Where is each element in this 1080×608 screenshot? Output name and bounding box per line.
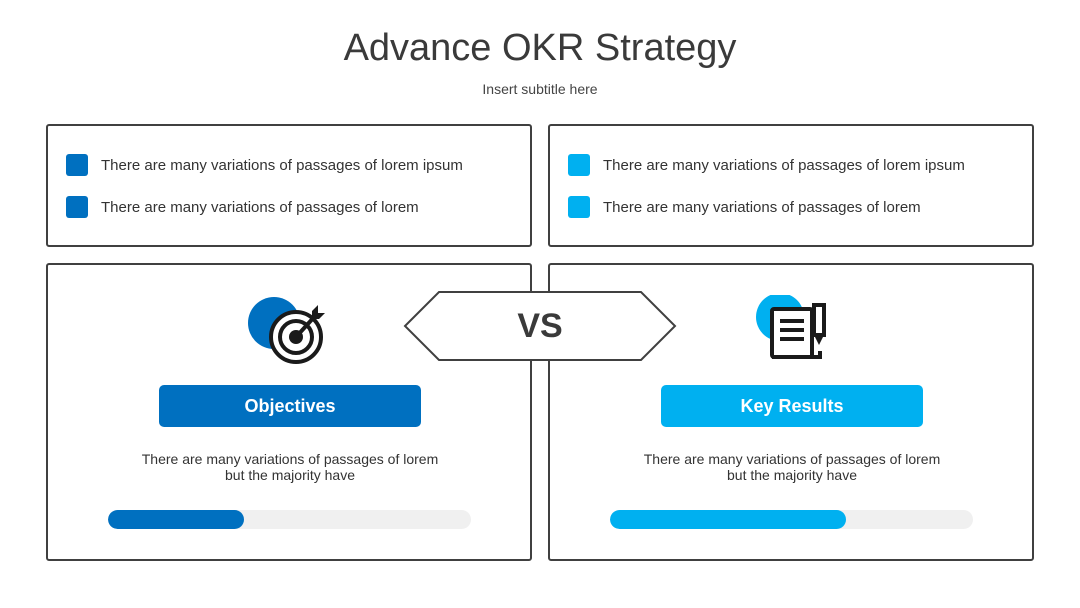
- key-results-progress-track: [610, 510, 973, 529]
- page-title: Advance OKR Strategy: [343, 27, 737, 69]
- objectives-points-card: There are many variations of passages of…: [46, 124, 532, 247]
- page-subtitle: Insert subtitle here: [482, 81, 598, 97]
- vs-label: VS: [517, 307, 563, 345]
- bullet-square-icon: [568, 154, 590, 176]
- bullet-square-icon: [66, 154, 88, 176]
- target-icon: [248, 295, 338, 367]
- bullet-square-icon: [568, 196, 590, 218]
- key-results-button[interactable]: Key Results: [661, 385, 923, 427]
- list-item-text: There are many variations of passages of…: [101, 198, 419, 216]
- bullet-square-icon: [66, 196, 88, 218]
- objectives-progress-fill: [108, 510, 245, 529]
- hexagon-shape: [403, 291, 677, 361]
- list-item-text: There are many variations of passages of…: [101, 156, 463, 174]
- key-results-progress-fill: [610, 510, 846, 529]
- key-results-points-card: There are many variations of passages of…: [548, 124, 1034, 247]
- list-item: There are many variations of passages of…: [66, 196, 419, 218]
- vs-badge: VS: [403, 291, 677, 361]
- list-item-text: There are many variations of passages of…: [603, 156, 965, 174]
- key-results-description: There are many variations of passages of…: [643, 451, 941, 483]
- objectives-progress-track: [108, 510, 471, 529]
- list-item: There are many variations of passages of…: [568, 154, 965, 176]
- document-pencil-icon: [754, 293, 844, 367]
- list-item: There are many variations of passages of…: [66, 154, 463, 176]
- list-item-text: There are many variations of passages of…: [603, 198, 921, 216]
- list-item: There are many variations of passages of…: [568, 196, 921, 218]
- objectives-button[interactable]: Objectives: [159, 385, 421, 427]
- objectives-description: There are many variations of passages of…: [141, 451, 439, 483]
